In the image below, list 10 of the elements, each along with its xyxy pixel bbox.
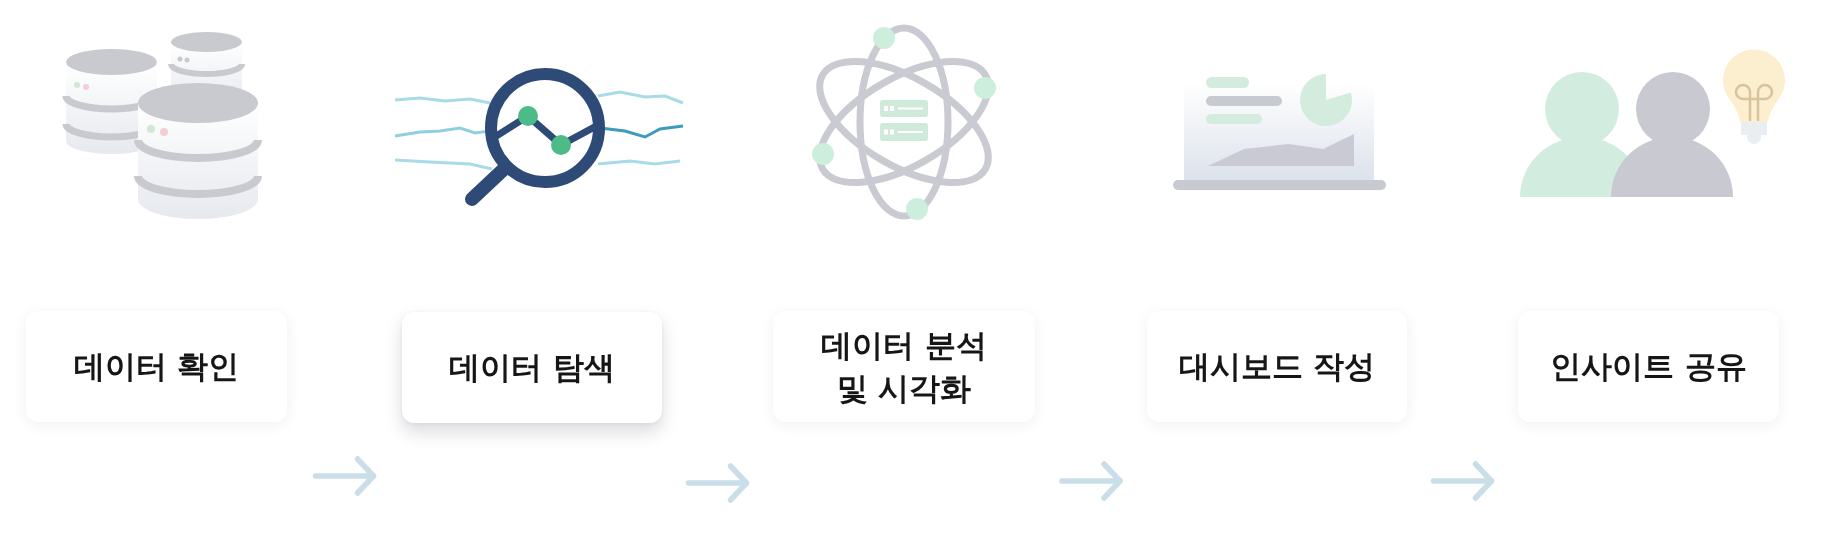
arrow <box>685 463 750 503</box>
arrow <box>312 456 377 496</box>
step-box <box>402 312 662 423</box>
step-label: 데이터 탐색 <box>449 348 615 388</box>
step-label: 인사이트 공유 <box>1550 347 1747 387</box>
step-label: 대시보드 작성 <box>1178 347 1376 387</box>
arrow <box>1059 461 1123 501</box>
step-label: 데이터 확인 <box>73 347 240 387</box>
arrow <box>1430 461 1495 501</box>
step-label: 데이터 분석 및 시각화 <box>820 325 988 408</box>
